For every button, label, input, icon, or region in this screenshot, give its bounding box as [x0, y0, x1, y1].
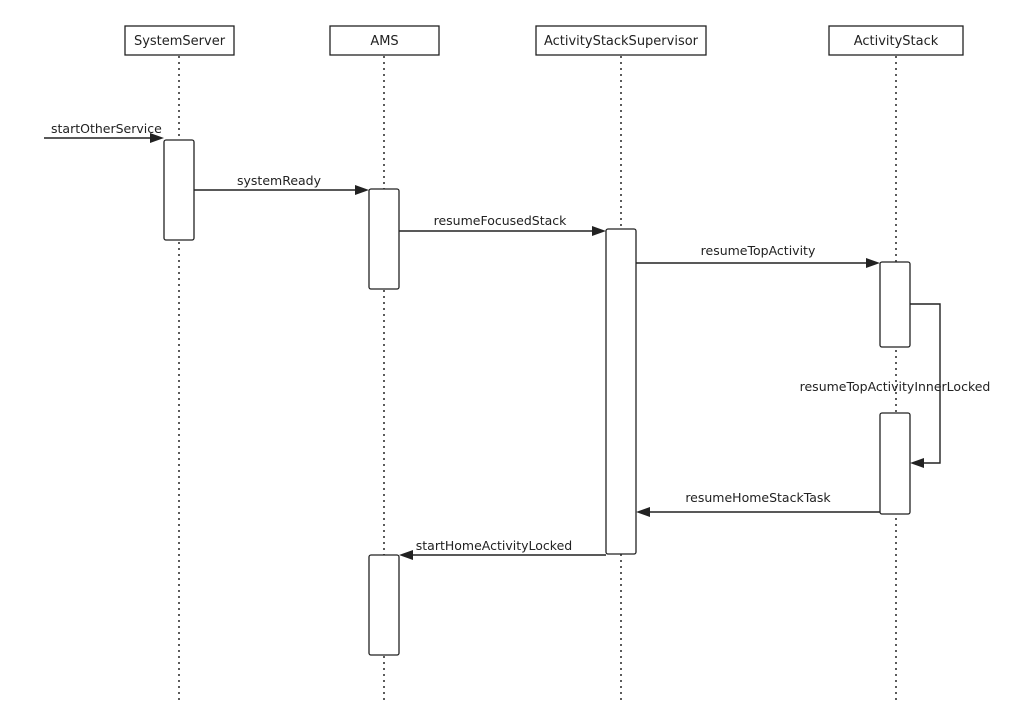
participant-activitystacksupervisor: ActivityStackSupervisor [535, 25, 707, 56]
participant-activitystack: ActivityStack [828, 25, 964, 56]
arrowhead-icon [866, 258, 880, 268]
message-label: resumeTopActivityInnerLocked [800, 379, 991, 394]
activation-stack-1 [879, 261, 911, 348]
message-start-home-activity-locked: startHomeActivityLocked [399, 538, 606, 560]
arrowhead-icon [910, 458, 924, 468]
activation-stack-2 [879, 412, 911, 515]
arrowhead-icon [355, 185, 369, 195]
message-resume-focused-stack: resumeFocusedStack [399, 213, 606, 236]
activation-ams-1 [368, 188, 400, 290]
message-resume-home-stack-task: resumeHomeStackTask [636, 490, 880, 517]
participant-box [329, 25, 440, 56]
message-label: resumeTopActivity [701, 243, 816, 258]
arrowhead-icon [592, 226, 606, 236]
participant-box [535, 25, 707, 56]
participant-systemserver: SystemServer [124, 25, 235, 56]
participant-box [124, 25, 235, 56]
message-label: systemReady [237, 173, 322, 188]
lifelines [178, 56, 897, 703]
message-label: startHomeActivityLocked [416, 538, 572, 553]
participant-ams: AMS [329, 25, 440, 56]
message-label: resumeHomeStackTask [685, 490, 831, 505]
participant-box [828, 25, 964, 56]
message-label: startOtherService [51, 121, 162, 136]
arrowhead-icon [399, 550, 413, 560]
message-arrow-line [910, 303, 941, 464]
message-resume-top-activity: resumeTopActivity [636, 243, 880, 268]
message-resume-top-activity-inner-locked: resumeTopActivityInnerLocked [800, 303, 991, 468]
participant-label: ActivityStack [854, 34, 939, 49]
participant-label: ActivityStackSupervisor [544, 34, 699, 49]
message-label: resumeFocusedStack [434, 213, 568, 228]
activation-ams-2 [368, 554, 400, 656]
message-system-ready: systemReady [194, 173, 369, 195]
message-start-other-service: startOtherService [44, 121, 164, 143]
activation-supervisor [605, 228, 637, 555]
participant-label: SystemServer [134, 34, 226, 49]
participant-label: AMS [370, 34, 398, 49]
arrowhead-icon [636, 507, 650, 517]
arrowhead-icon [150, 133, 164, 143]
activation-systemserver [163, 139, 195, 241]
